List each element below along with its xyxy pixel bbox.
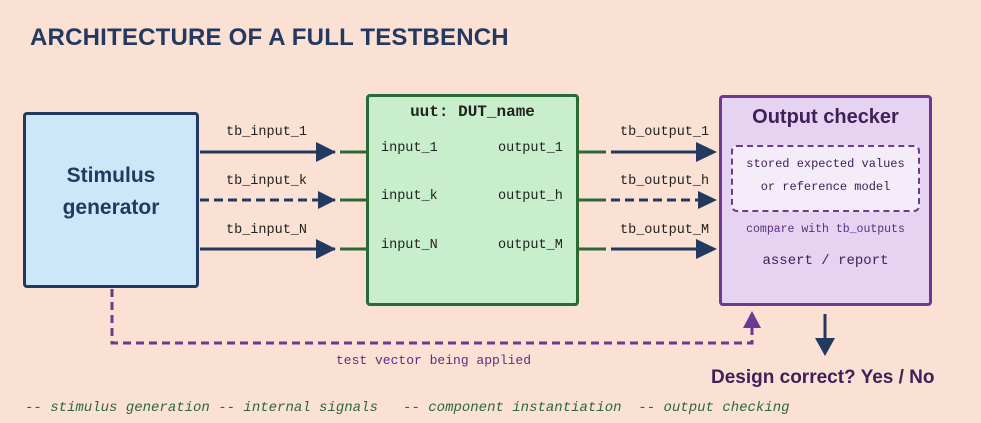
expected-values-label: stored expected values or reference mode… — [746, 157, 905, 194]
output-arrows — [611, 142, 717, 259]
arrowhead-tb-output-m — [696, 239, 717, 259]
arrowhead-test-vector — [743, 311, 761, 328]
stimulus-generator-box — [23, 112, 199, 288]
arrowhead-tb-output-1 — [696, 142, 717, 162]
dut-port-output-m: output_M — [498, 238, 563, 253]
dut-port-output-1: output_1 — [498, 141, 563, 156]
dut-port-input-1: input_1 — [381, 141, 438, 156]
test-vector-path — [110, 289, 761, 345]
signal-label-tb-input-k: tb_input_k — [226, 174, 308, 189]
signal-label-tb-input-n: tb_input_N — [226, 223, 308, 238]
arrowhead-tb-input-1 — [316, 142, 336, 162]
dut-title: uut: DUT_name — [410, 103, 535, 121]
output-checker-title: Output checker — [752, 106, 899, 128]
arrowhead-tb-input-n — [316, 239, 336, 259]
input-arrows — [200, 142, 336, 259]
arrowhead-tb-input-k — [318, 191, 336, 209]
dut-port-input-k: input_k — [381, 189, 438, 204]
input-port-stubs — [340, 150, 366, 251]
arrowhead-tb-output-h — [698, 191, 717, 209]
signal-label-tb-output-h: tb_output_h — [620, 174, 710, 189]
dut-box — [366, 94, 579, 306]
signal-label-tb-input-1: tb_input_1 — [226, 125, 308, 140]
expected-values-box — [731, 145, 920, 212]
design-correct-label: Design correct? Yes / No — [711, 367, 935, 388]
dut-port-output-h: output_h — [498, 189, 563, 204]
stimulus-generator-label: Stimulus generator — [62, 164, 160, 219]
result-arrow — [815, 314, 835, 356]
compare-label: compare with tb_outputs — [746, 223, 905, 236]
dut-port-input-n: input_N — [381, 238, 438, 253]
assert-report-label: assert / report — [762, 253, 889, 269]
signal-label-tb-output-1: tb_output_1 — [620, 125, 710, 140]
output-port-stubs — [579, 150, 606, 251]
signal-label-tb-output-m: tb_output_M — [620, 223, 710, 238]
code-comments-line: -- stimulus generation -- internal signa… — [25, 400, 790, 416]
test-vector-label: test vector being applied — [336, 353, 532, 368]
diagram-title: ARCHITECTURE OF A FULL TESTBENCH — [30, 24, 509, 51]
